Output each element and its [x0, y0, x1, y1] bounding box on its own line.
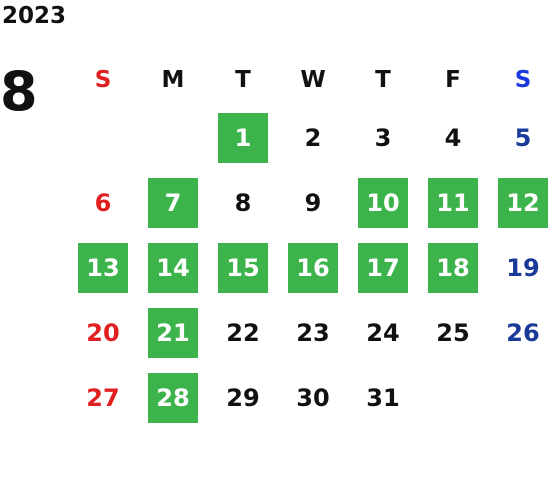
day-number: [428, 373, 478, 423]
highlighted-day: 21: [148, 307, 198, 358]
week-row: 1 2 3 4 5: [68, 105, 548, 170]
day-number: 27: [86, 383, 120, 412]
day-cell: 17: [348, 235, 418, 300]
day-cell: 10: [348, 170, 418, 235]
day-cell: 14: [138, 235, 208, 300]
week-row: 27 28 29 30 31: [68, 365, 548, 430]
day-number: 26: [506, 318, 540, 347]
day-number: 22: [226, 318, 260, 347]
highlighted-day: 16: [288, 242, 338, 293]
month-label: 8: [0, 60, 38, 123]
highlighted-day: 13: [78, 242, 128, 293]
weekday-monday: M: [161, 67, 185, 93]
week-row: 6 7 8 9 10 11 12: [68, 170, 548, 235]
day-number: 31: [366, 383, 400, 412]
weekday-sunday: S: [94, 67, 112, 93]
day-number: [78, 113, 128, 163]
day-cell: 31: [348, 365, 418, 430]
day-number: [148, 113, 198, 163]
day-cell: 1: [208, 105, 278, 170]
day-number: 20: [86, 318, 120, 347]
day-cell: 4: [418, 105, 488, 170]
day-cell: [68, 105, 138, 170]
day-cell: 19: [488, 235, 548, 300]
day-cell: 2: [278, 105, 348, 170]
day-cell: [418, 365, 488, 430]
day-number: 30: [296, 383, 330, 412]
day-cell: 26: [488, 300, 548, 365]
day-number: 23: [296, 318, 330, 347]
day-cell: 21: [138, 300, 208, 365]
day-cell: 28: [138, 365, 208, 430]
day-number: 6: [94, 188, 112, 217]
year-label: 2023: [2, 3, 67, 29]
day-number: 29: [226, 383, 260, 412]
highlighted-day: 18: [428, 242, 478, 293]
day-cell: 16: [278, 235, 348, 300]
day-cell: 29: [208, 365, 278, 430]
weekday-tuesday: T: [235, 67, 251, 93]
day-cell: 23: [278, 300, 348, 365]
day-cell: 6: [68, 170, 138, 235]
day-number: 3: [374, 123, 392, 152]
day-cell: 7: [138, 170, 208, 235]
day-cell: 30: [278, 365, 348, 430]
day-number: [498, 373, 548, 423]
day-number: 2: [304, 123, 322, 152]
day-cell: 18: [418, 235, 488, 300]
day-number: 19: [506, 253, 540, 282]
day-cell: 25: [418, 300, 488, 365]
highlighted-day: 11: [428, 177, 478, 228]
highlighted-day: 7: [148, 177, 198, 228]
highlighted-day: 12: [498, 177, 548, 228]
week-row: 20 21 22 23 24 25 26: [68, 300, 548, 365]
weekday-saturday: S: [514, 67, 532, 93]
day-number: 24: [366, 318, 400, 347]
day-cell: 9: [278, 170, 348, 235]
highlighted-day: 10: [358, 177, 408, 228]
highlighted-day: 15: [218, 242, 268, 293]
weekday-wednesday: W: [300, 67, 326, 93]
day-cell: 15: [208, 235, 278, 300]
highlighted-day: 14: [148, 242, 198, 293]
highlighted-day: 28: [148, 372, 198, 423]
day-number: 9: [304, 188, 322, 217]
weekday-friday: F: [445, 67, 461, 93]
day-cell: [488, 365, 548, 430]
day-cell: 11: [418, 170, 488, 235]
day-number: 8: [234, 188, 252, 217]
weekday-thursday: T: [375, 67, 391, 93]
day-cell: 13: [68, 235, 138, 300]
day-number: 4: [444, 123, 462, 152]
day-number: 5: [514, 123, 532, 152]
day-cell: 5: [488, 105, 548, 170]
day-cell: 20: [68, 300, 138, 365]
day-cell: 12: [488, 170, 548, 235]
highlighted-day: 1: [218, 112, 268, 163]
weekday-header: S M T W T F S: [68, 55, 548, 105]
day-cell: 24: [348, 300, 418, 365]
day-cell: [138, 105, 208, 170]
day-cell: 3: [348, 105, 418, 170]
day-cell: 8: [208, 170, 278, 235]
week-row: 13 14 15 16 17 18 19: [68, 235, 548, 300]
day-cell: 27: [68, 365, 138, 430]
day-number: 25: [436, 318, 470, 347]
highlighted-day: 17: [358, 242, 408, 293]
day-cell: 22: [208, 300, 278, 365]
